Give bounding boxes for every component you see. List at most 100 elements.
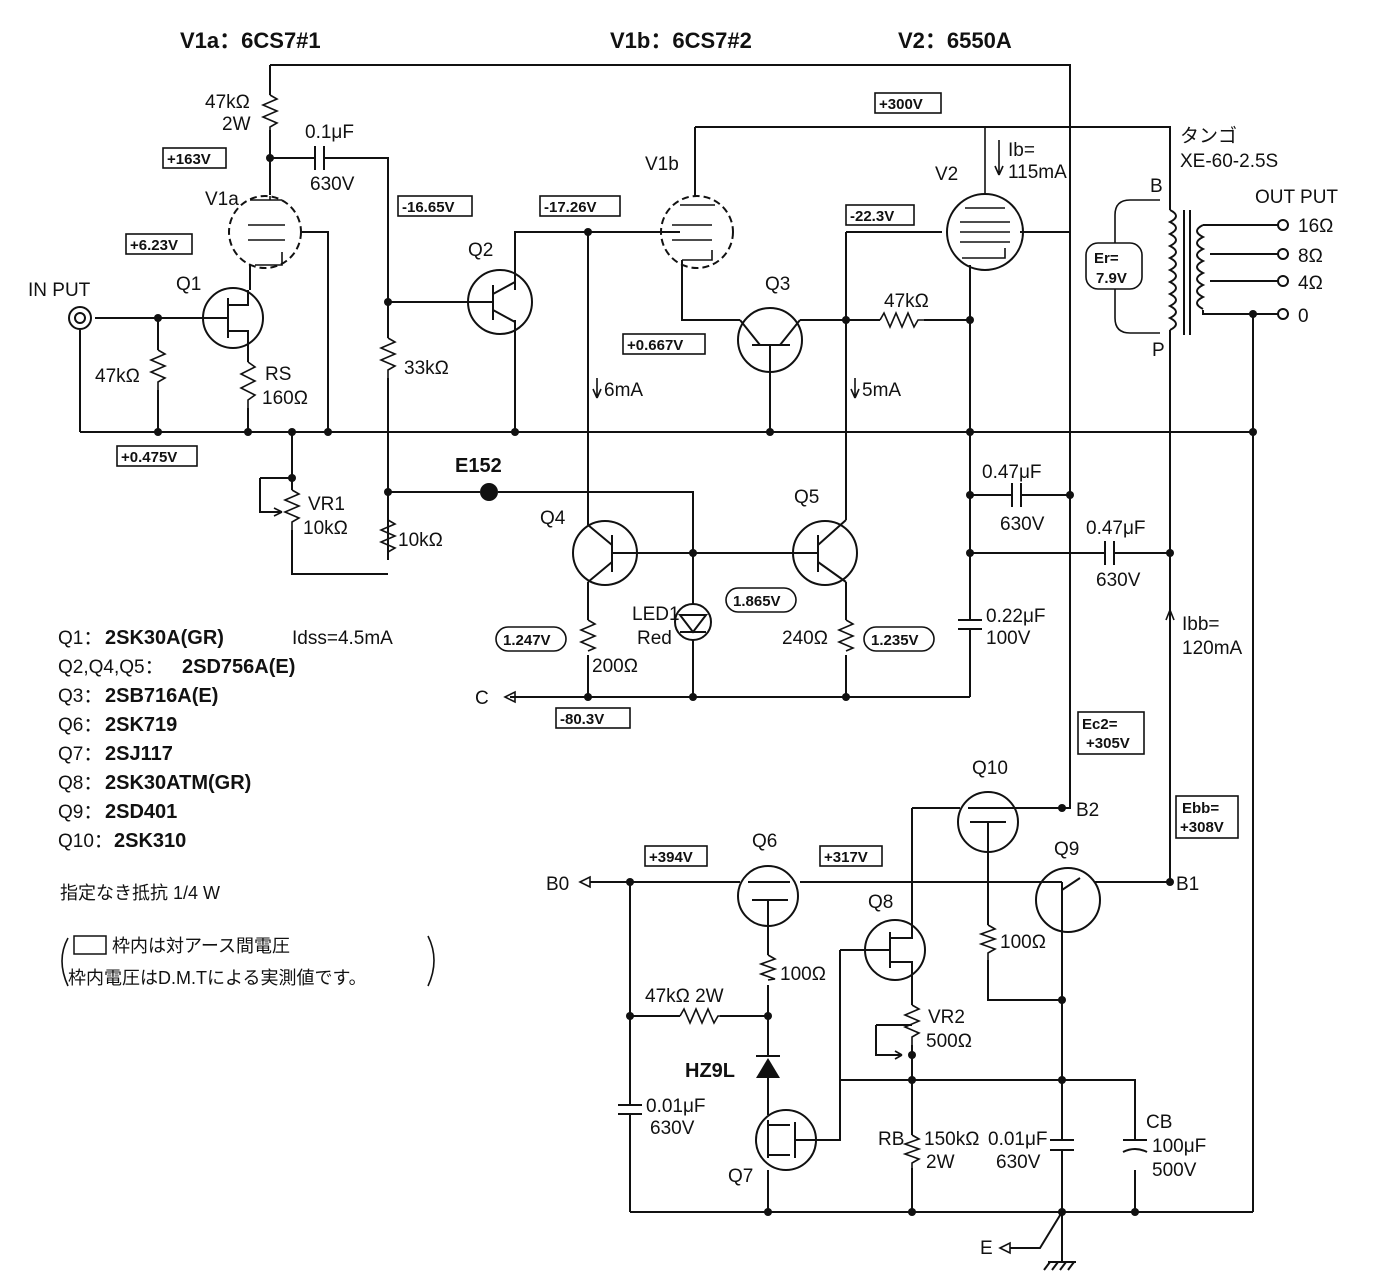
transistor-q7 — [755, 1109, 817, 1171]
voltage-394: +394V — [649, 849, 693, 866]
c047a-voltage: 630V — [1000, 514, 1045, 535]
transistor-q3 — [737, 307, 803, 373]
parts-ref-q10: Q10： — [58, 831, 113, 852]
q10-label: Q10 — [972, 758, 1008, 779]
led-label: LED1 — [632, 604, 680, 625]
ibb-value: 120mA — [1182, 638, 1243, 659]
voltage-803: -80.3V — [560, 711, 604, 728]
ec2-value: +305V — [1086, 735, 1130, 752]
input-jack — [68, 306, 92, 330]
rail-c-label: C — [475, 688, 489, 709]
r47k-feedback-value: 47kΩ — [884, 291, 929, 312]
voltage-1235: 1.235V — [871, 632, 919, 649]
tube-v1a — [228, 195, 302, 269]
vr2-label: VR2 — [928, 1007, 965, 1028]
tube-v2-symbol: V2 — [935, 164, 958, 185]
cb-value: 100μF — [1152, 1136, 1206, 1157]
transistor-q2 — [467, 269, 533, 335]
rb-value: 150kΩ — [924, 1129, 979, 1150]
arrow-markers — [503, 140, 1175, 1255]
tap-16: 16Ω — [1298, 216, 1333, 237]
c022-value: 0.22μF — [986, 606, 1046, 627]
parts-part-q1: 2SK30A(GR) — [105, 627, 224, 649]
transistor-q10 — [957, 791, 1019, 853]
current-6ma: 6mA — [604, 380, 643, 401]
transistor-q4 — [572, 520, 638, 586]
transistor-q9 — [1035, 867, 1101, 933]
parts-part-q6: 2SK719 — [105, 714, 177, 736]
q1-label: Q1 — [176, 274, 201, 295]
ground-icon — [1043, 1261, 1076, 1271]
e152-label: E152 — [455, 455, 502, 477]
parts-list: Q1： 2SK30A(GR) Idss=4.5mA Q2,Q4,Q5： 2SD7… — [58, 627, 393, 852]
vr2-value: 500Ω — [926, 1031, 972, 1052]
transistor-q8 — [840, 919, 926, 981]
rail-e-label: E — [980, 1238, 993, 1259]
transistor-q5 — [792, 519, 858, 586]
transistor-q6 — [737, 865, 799, 927]
ib-label: Ib= — [1008, 140, 1035, 161]
capacitor-001-b — [1050, 1139, 1074, 1160]
transformer-p: P — [1152, 340, 1165, 361]
junction-dots — [154, 154, 1257, 1216]
component-labels: 47kΩ 2W 0.1μF 630V IN PUT Q1 Q2 Q3 Q4 Q5… — [28, 92, 1206, 1259]
current-5ma: 5mA — [862, 380, 901, 401]
voltage-163: +163V — [167, 151, 211, 168]
q4-label: Q4 — [540, 508, 566, 529]
led1 — [674, 603, 712, 641]
parts-ref-q3: Q3： — [58, 686, 102, 707]
parts-ref-q7: Q7： — [58, 744, 102, 765]
zener-label: HZ9L — [685, 1060, 735, 1082]
vr1-value: 10kΩ — [303, 518, 348, 539]
led-color: Red — [637, 628, 672, 649]
voltage-317: +317V — [824, 849, 868, 866]
transformer-brand: タンゴ — [1180, 125, 1237, 147]
parts-ref-q9: Q9： — [58, 802, 102, 823]
resistor-240 — [836, 619, 856, 652]
voltage-1726: -17.26V — [544, 199, 597, 216]
c047b-voltage: 630V — [1096, 570, 1141, 591]
resistor-rs — [239, 361, 257, 408]
input-label: IN PUT — [28, 280, 91, 301]
voltage-623: +6.23V — [130, 237, 178, 254]
q3-label: Q3 — [765, 274, 790, 295]
transistor-q1 — [202, 287, 264, 349]
q7-label: Q7 — [728, 1166, 753, 1187]
c022-voltage: 100V — [986, 628, 1031, 649]
q9-label: Q9 — [1054, 839, 1079, 860]
parts-extra-q1: Idss=4.5mA — [292, 628, 393, 649]
tap-8: 8Ω — [1298, 246, 1323, 267]
resistor-200 — [578, 619, 598, 652]
transformer-model: XE-60-2.5S — [1180, 151, 1278, 172]
output-transformer — [1114, 199, 1289, 335]
r10k-value: 10kΩ — [398, 530, 443, 551]
ebb-label: Ebb= — [1182, 800, 1219, 817]
voltage-300: +300V — [879, 96, 923, 113]
capacitor-001-a — [618, 1104, 642, 1128]
resistor-47k-2w — [260, 94, 280, 130]
transformer-labels: タンゴ XE-60-2.5S OUT PUT 16Ω 8Ω 4Ω 0 B P E… — [1085, 125, 1338, 361]
rb-watt: 2W — [926, 1152, 955, 1173]
tube-v1b-label: V1b：6CS7#2 — [610, 28, 752, 53]
potentiometer-vr2 — [902, 1004, 922, 1045]
rail-b2-label: B2 — [1076, 800, 1099, 821]
parts-part-q9: 2SD401 — [105, 801, 177, 823]
resistor-note: 指定なき抵抗 1/4 W — [60, 883, 220, 903]
q5-label: Q5 — [794, 487, 819, 508]
parts-part-q2: 2SD756A(E) — [182, 656, 295, 678]
c01-voltage: 630V — [310, 174, 355, 195]
tube-v1b — [660, 195, 734, 269]
tube-v2 — [946, 127, 1024, 271]
c047b-value: 0.47μF — [1086, 518, 1146, 539]
resistor-10k — [378, 519, 398, 553]
rail-b0-label: B0 — [546, 874, 569, 895]
parts-ref-q2: Q2,Q4,Q5： — [58, 657, 164, 678]
capacitor-047-b — [1104, 541, 1125, 565]
voltage-223: -22.3V — [850, 208, 894, 225]
parts-part-q8: 2SK30ATM(GR) — [105, 772, 251, 794]
capacitor-cb — [1122, 1130, 1148, 1153]
tube-v1a-label: V1a：6CS7#1 — [180, 28, 321, 53]
capacitor-022 — [958, 619, 982, 638]
vr1-label: VR1 — [308, 494, 345, 515]
